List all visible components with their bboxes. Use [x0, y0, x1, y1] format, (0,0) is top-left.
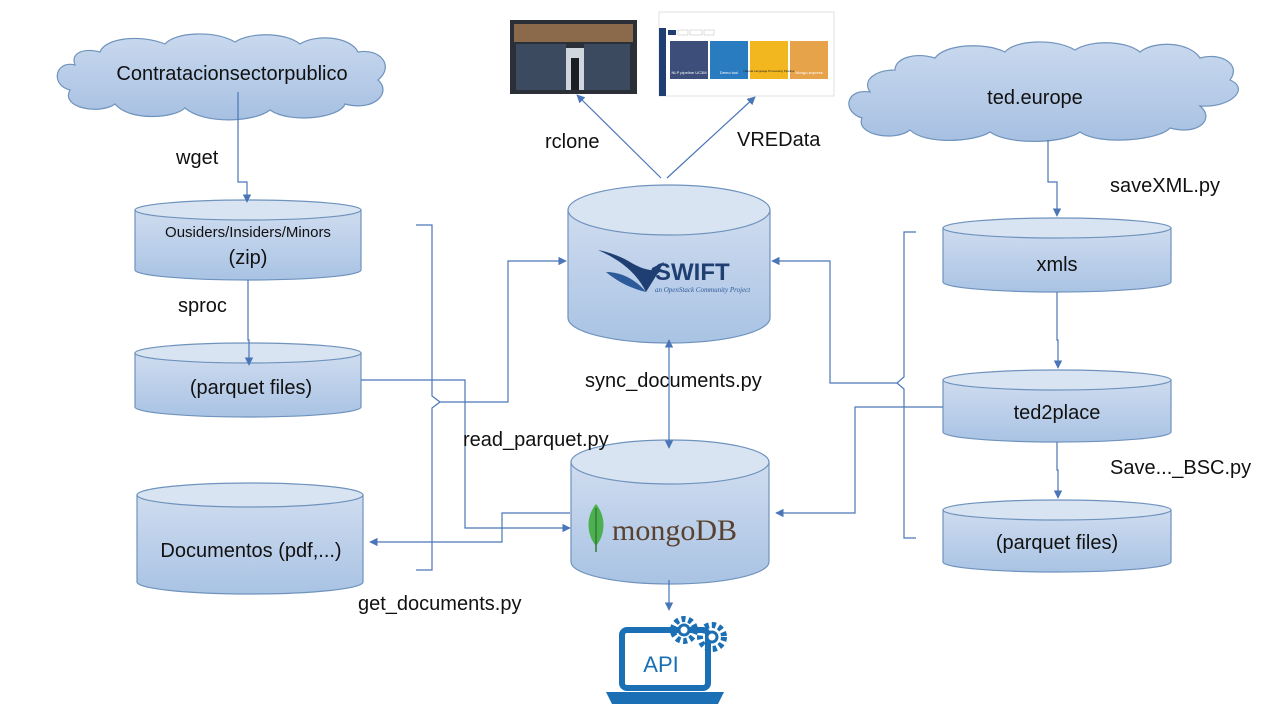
source-cloud-contratacion: Contratacionsectorpublico: [56, 33, 386, 121]
label-save-bsc: Save..._BSC.py: [1110, 457, 1251, 479]
documentos-label: Documentos (pdf,...): [160, 540, 341, 562]
label-vredata: VREData: [737, 129, 821, 151]
store-parquet-left: (parquet files): [134, 342, 362, 418]
vre-tile-3: Natural Language Processing Pipeline: [743, 69, 794, 73]
label-sync-documents: sync_documents.py: [585, 370, 762, 392]
zip-store-label-2: (zip): [229, 247, 268, 269]
store-documentos: Documentos (pdf,...): [136, 482, 364, 595]
right-group-brace: [896, 231, 916, 539]
gear-icon: [670, 616, 727, 652]
edge-savexml: [1047, 140, 1062, 217]
datacenter-photo-thumbnail: [510, 20, 637, 94]
edge-get-documents: [369, 512, 570, 547]
api-laptop-icon: API: [606, 627, 724, 704]
store-mongodb: mongoDB: [570, 439, 770, 585]
store-swift: SWIFT an OpenStack Community Project: [567, 184, 771, 344]
edge-right-to-swift: [771, 256, 898, 384]
edge-sproc: [244, 280, 254, 366]
parquet-left-label: (parquet files): [190, 377, 312, 399]
label-get-documents: get_documents.py: [358, 593, 521, 615]
cloud-label-contratacion: Contratacionsectorpublico: [116, 63, 347, 85]
mongodb-leaf-icon: [588, 504, 604, 552]
edge-left-to-swift: [440, 256, 567, 403]
vre-dashboard-thumbnail: NLP pipeline UC3M Demo tool Natural Lang…: [658, 11, 835, 97]
xmls-label: xmls: [1036, 254, 1077, 276]
label-read-parquet: read_parquet.py: [463, 429, 609, 451]
vre-tile-1: NLP pipeline UC3M: [671, 70, 706, 75]
api-label: API: [643, 652, 678, 677]
cloud-label-ted-europe: ted.europe: [987, 87, 1083, 109]
edge-rclone: [576, 94, 662, 179]
label-savexml: saveXML.py: [1110, 175, 1220, 197]
parquet-right-label: (parquet files): [996, 532, 1118, 554]
edge-read-parquet: [361, 379, 571, 533]
edge-ted2place-mongo: [775, 406, 943, 518]
edge-save-bsc: [1053, 442, 1063, 499]
left-group-brace: [416, 224, 441, 571]
edge-vredata: [666, 96, 756, 179]
mongodb-logo-text: mongoDB: [612, 514, 737, 547]
swift-logo-text: SWIFT: [655, 259, 730, 286]
edges: [237, 92, 1063, 611]
ted2place-label: ted2place: [1014, 402, 1101, 424]
swift-logo-subtext: an OpenStack Community Project: [655, 286, 751, 294]
label-wget: wget: [175, 147, 219, 169]
edge-wget: [237, 92, 252, 203]
vre-tile-4: Mongo-express: [795, 70, 823, 75]
label-sproc: sproc: [178, 295, 227, 317]
store-parquet-right: (parquet files): [942, 499, 1172, 573]
store-xmls: xmls: [942, 217, 1172, 293]
source-cloud-ted-europe: ted.europe: [848, 41, 1239, 142]
edge-xmls-ted2place: [1053, 292, 1063, 369]
store-zip-files: Ousiders/Insiders/Minors (zip): [134, 199, 362, 281]
zip-store-label-1: Ousiders/Insiders/Minors: [165, 224, 331, 241]
label-rclone: rclone: [545, 131, 599, 153]
store-ted2place: ted2place: [942, 369, 1172, 443]
vre-tile-2: Demo tool: [720, 70, 738, 75]
swift-bird-icon: [598, 250, 664, 292]
